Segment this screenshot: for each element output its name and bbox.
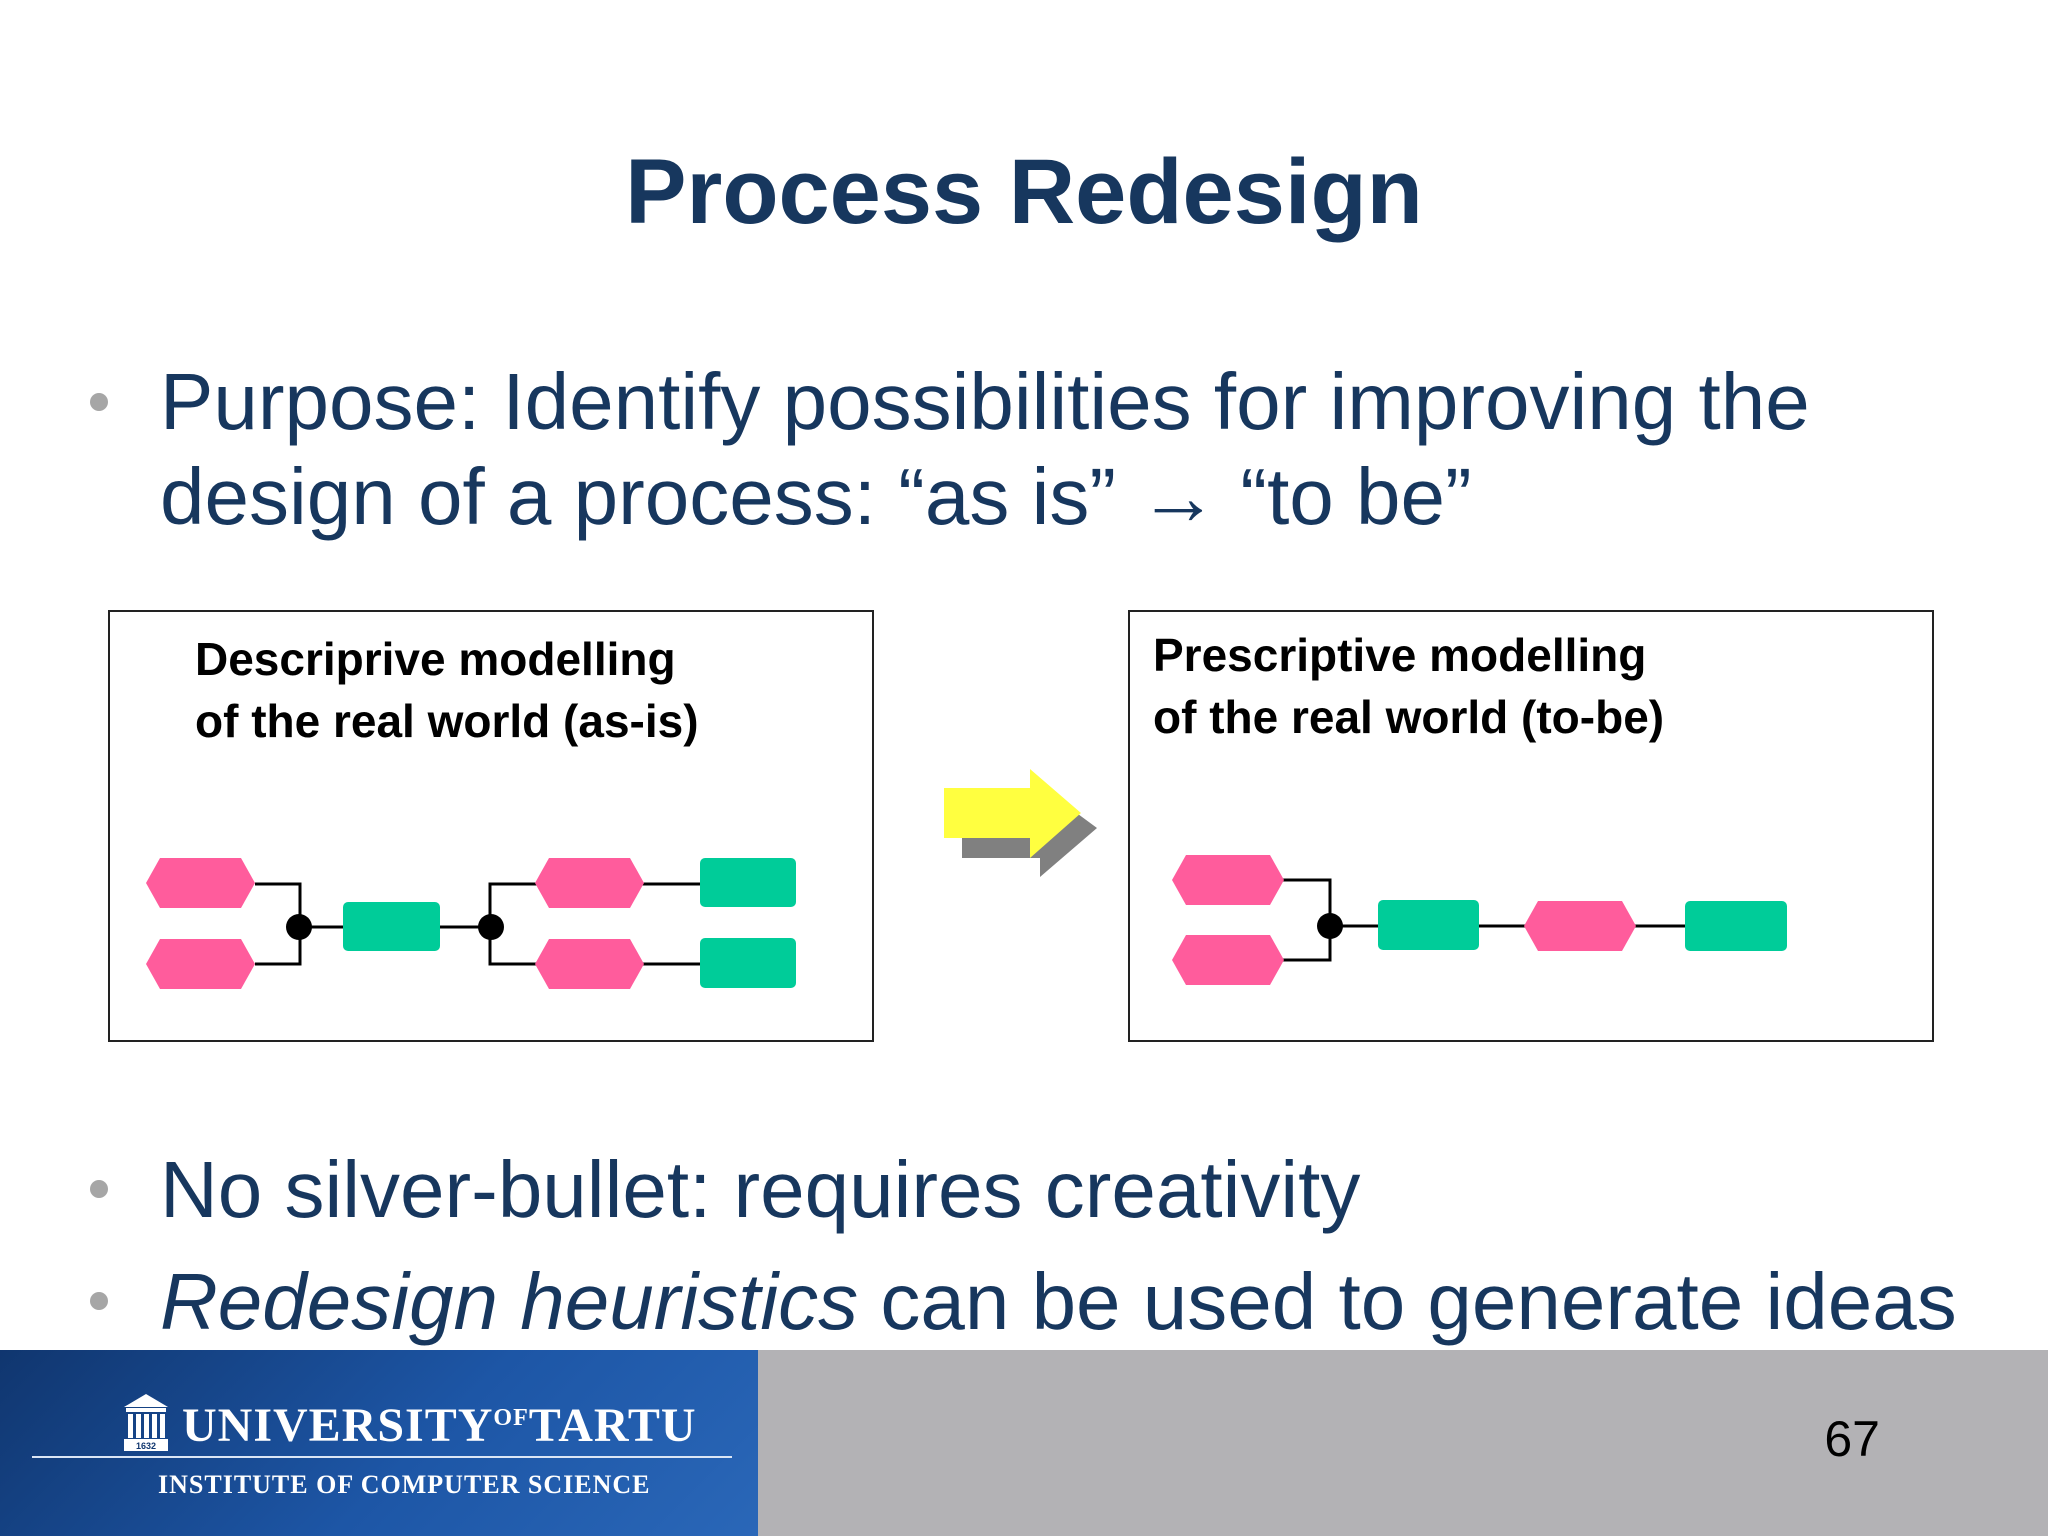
university-name-of: OF — [493, 1405, 529, 1431]
seal-year: 1632 — [136, 1441, 156, 1451]
university-name: UNIVERSITYOFTARTU — [182, 1398, 697, 1453]
as-is-label-line-2: of the real world (as-is) — [195, 695, 699, 747]
event-hexagon — [535, 858, 644, 908]
bullet-marker — [90, 393, 108, 411]
bullet-heuristics-rest: can be used to generate ideas — [858, 1257, 1957, 1346]
and-connector — [1317, 913, 1343, 939]
footer-divider — [32, 1456, 732, 1458]
event-hexagon — [1172, 935, 1284, 985]
and-connector — [478, 914, 504, 940]
bullet-marker — [90, 1292, 108, 1310]
slide-title: Process Redesign — [625, 141, 1423, 243]
event-hexagon — [146, 939, 255, 989]
function-box — [700, 938, 796, 988]
footer-gray-band — [758, 1350, 2048, 1536]
bullet-redesign-heuristics: Redesign heuristics can be used to gener… — [160, 1255, 1957, 1349]
function-box — [1685, 901, 1787, 951]
bullet-purpose-line-2: design of a process: “as is” → “to be” — [160, 452, 1472, 541]
event-hexagon — [146, 858, 255, 908]
page-number: 67 — [1824, 1411, 1880, 1467]
function-box — [1378, 900, 1479, 950]
redesign-heuristics-term: Redesign heuristics — [160, 1257, 859, 1346]
to-be-label-line-1: Prescriptive modelling — [1153, 629, 1647, 681]
event-hexagon — [1172, 855, 1284, 905]
bullet-no-silver-bullet: No silver-bullet: requires creativity — [160, 1145, 1361, 1234]
and-connector — [286, 914, 312, 940]
to-be-label-line-2: of the real world (to-be) — [1153, 691, 1665, 743]
bullet-marker — [90, 1180, 108, 1198]
event-hexagon — [535, 939, 644, 989]
as-is-label-line-1: Descriprive modelling — [195, 633, 676, 685]
university-name-first: UNIVERSITY — [182, 1399, 494, 1452]
bullet-purpose-line-1: Purpose: Identify possibilities for impr… — [160, 357, 1810, 446]
event-hexagon — [1524, 901, 1636, 951]
university-name-last: TARTU — [528, 1399, 697, 1452]
function-box — [700, 858, 796, 907]
institute-name: INSTITUTE OF COMPUTER SCIENCE — [158, 1470, 651, 1499]
function-box — [343, 902, 440, 951]
